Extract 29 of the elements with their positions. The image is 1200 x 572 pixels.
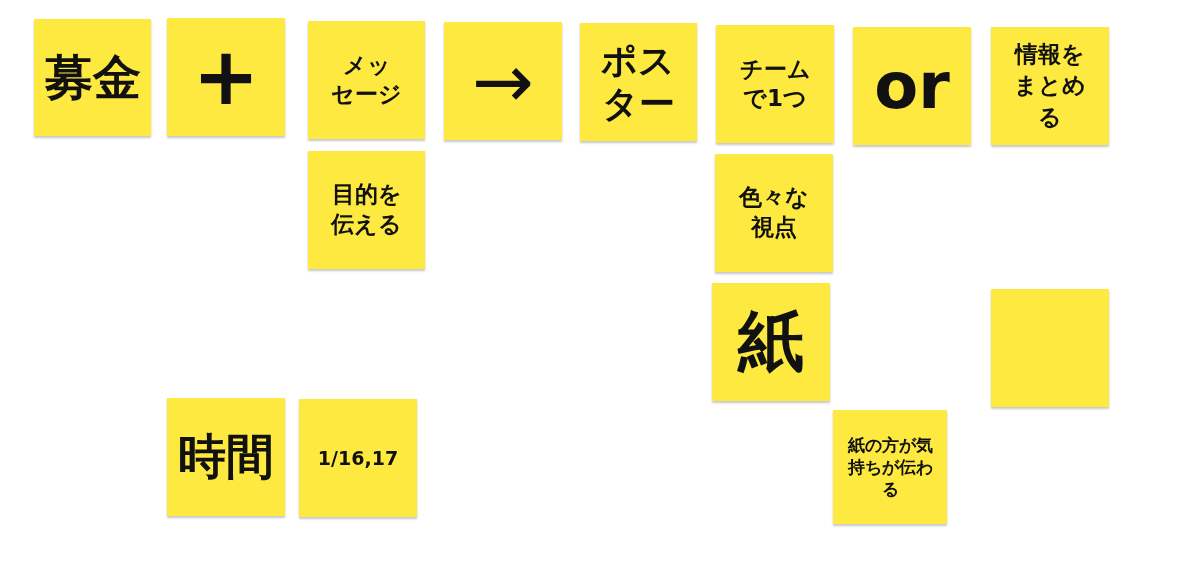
sticky-note xyxy=(167,18,285,136)
note-text: 1/16,17 xyxy=(317,446,399,470)
note-text: 時間 xyxy=(178,428,274,486)
sticky-note xyxy=(715,154,833,272)
sticky-note xyxy=(991,289,1109,407)
sticky-note xyxy=(716,25,834,143)
sticky-note xyxy=(444,22,562,140)
sticky-note xyxy=(580,23,697,141)
note-text: 目的を伝える xyxy=(329,180,403,239)
note-text: 募金 xyxy=(44,48,141,107)
note-text: 情報をまとめる xyxy=(1013,40,1087,132)
sticky-note xyxy=(308,151,425,269)
note-text: ポスター xyxy=(600,38,677,126)
sticky-note xyxy=(34,19,151,136)
sticky-note xyxy=(167,398,285,516)
note-text: → xyxy=(472,44,534,118)
sticky-note xyxy=(991,27,1109,145)
note-text: or xyxy=(874,54,950,118)
sticky-note xyxy=(712,283,830,401)
note-text: + xyxy=(192,37,260,117)
note-text: メッセージ xyxy=(330,50,403,109)
sticky-note xyxy=(308,21,425,139)
note-text: チームで1つ xyxy=(738,54,812,113)
sticky-note xyxy=(833,410,947,524)
note-text: 紙 xyxy=(738,309,804,375)
sticky-note xyxy=(853,27,971,145)
note-text: 色々な視点 xyxy=(737,183,810,242)
sticky-note xyxy=(299,399,417,517)
note-text: 紙の方が気持ちが伝わる xyxy=(846,433,934,501)
